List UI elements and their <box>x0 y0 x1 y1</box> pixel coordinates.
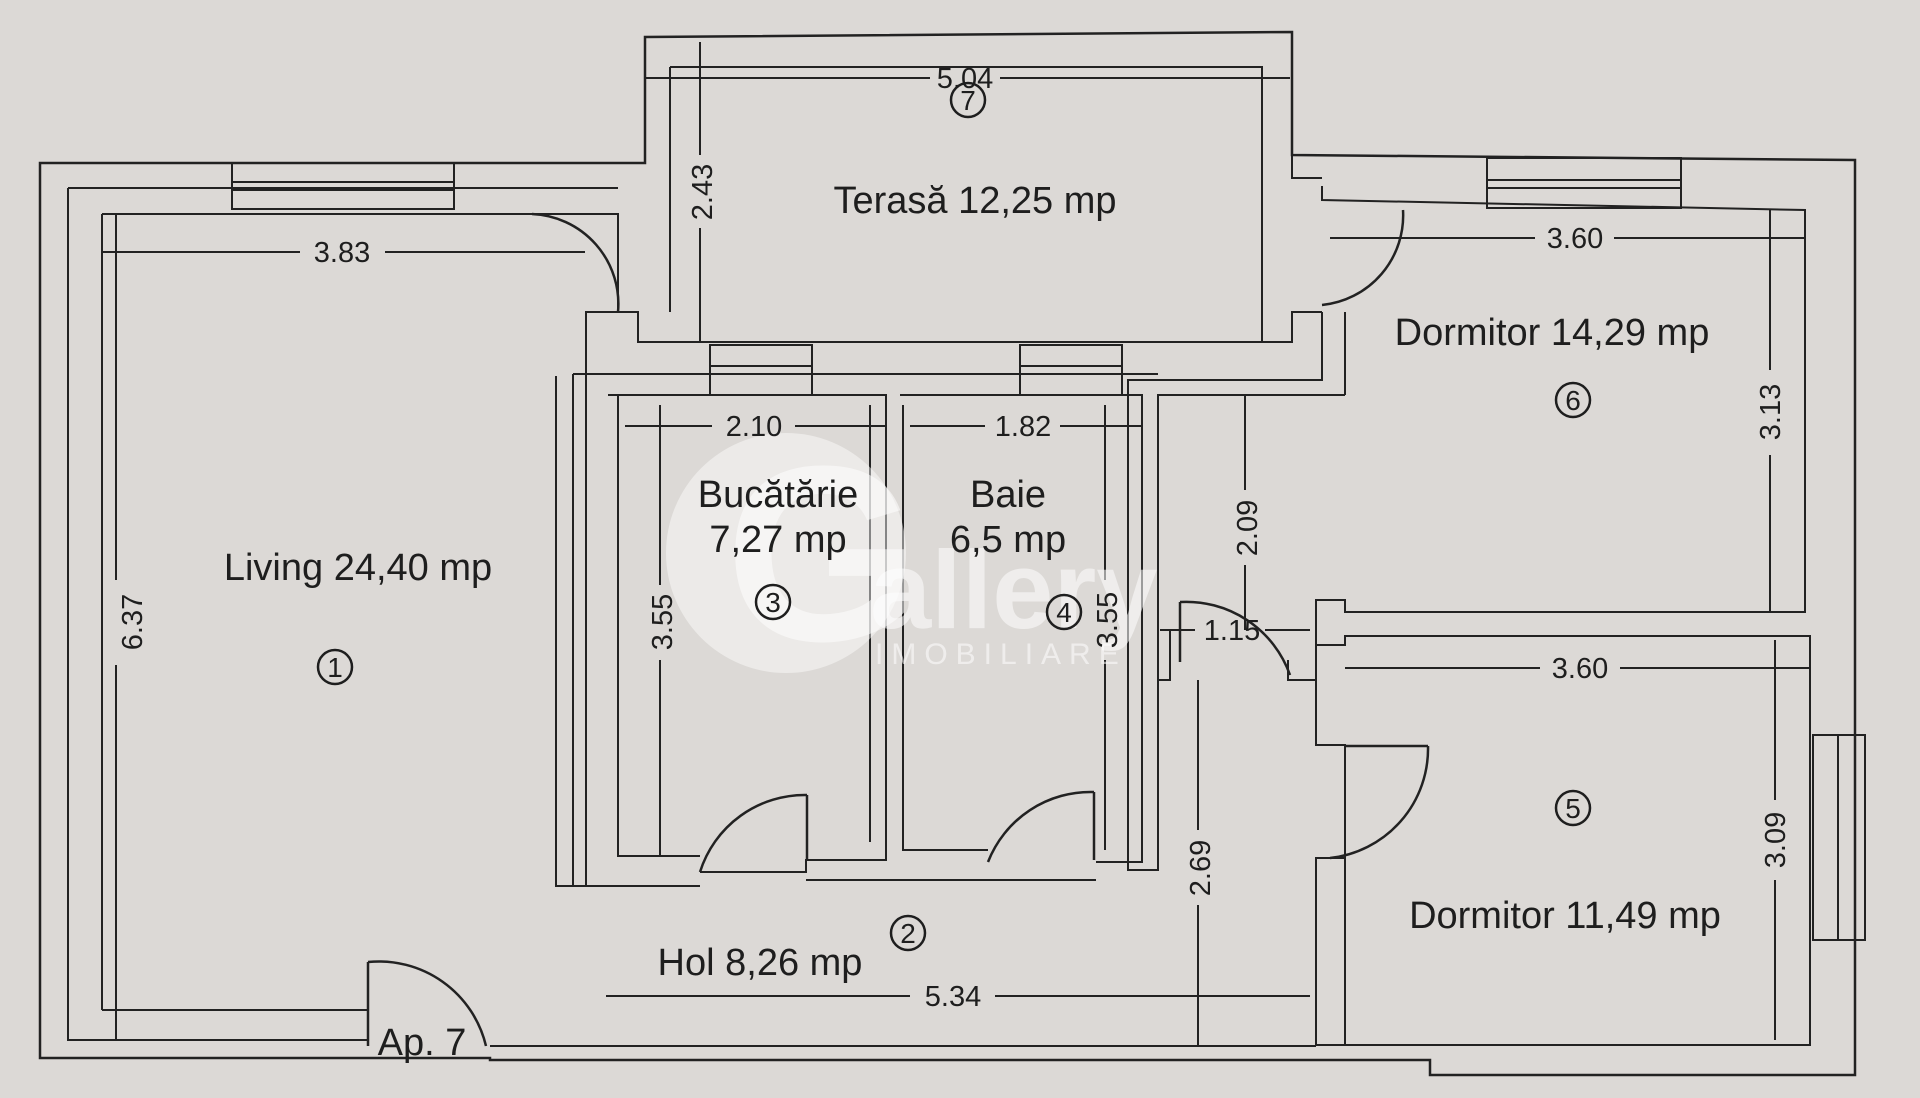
watermark-letter: G <box>725 414 919 693</box>
doors <box>366 209 1430 1047</box>
room-label-bucatarie-line1: Bucătărie <box>698 474 859 516</box>
watermark: G allery IMOBILIARE <box>666 414 1157 693</box>
room-label-terasa: Terasă 12,25 mp <box>833 180 1116 222</box>
room-label-bucatarie-line2: 7,27 mp <box>709 519 846 561</box>
room-label-baie-line1: Baie <box>970 474 1046 516</box>
room-number-5: 5 <box>1565 793 1581 824</box>
dim-terasa-width: 5.04 <box>937 63 993 95</box>
room-number-1: 1 <box>327 652 343 683</box>
dimension-labels: 5.04 2.43 3.83 6.37 3.60 3.13 2.10 1.82 … <box>117 63 1792 1013</box>
windows <box>231 157 1866 941</box>
room-number-7: 7 <box>960 85 976 116</box>
watermark-sub: IMOBILIARE <box>875 638 1127 671</box>
room-number-circle-1 <box>316 648 354 686</box>
room-number-4: 4 <box>1056 597 1072 628</box>
room-number-2: 2 <box>900 918 916 949</box>
room-number-circle-6 <box>1554 381 1592 419</box>
dim-bucatarie-width: 2.10 <box>726 411 782 443</box>
dimension-lines <box>102 42 1810 1046</box>
room-label-baie-line2: 6,5 mp <box>950 519 1066 561</box>
watermark-circle <box>666 433 906 673</box>
dim-dormitor-mare-width: 3.60 <box>1547 223 1603 255</box>
room-label-hol: Hol 8,26 mp <box>658 942 863 984</box>
room-number-6: 6 <box>1565 385 1581 416</box>
dim-hol-length: 5.34 <box>925 981 981 1013</box>
walls <box>38 30 1857 1077</box>
room-label-dormitor-mare: Dormitor 14,29 mp <box>1395 312 1710 354</box>
dim-baie-depth: 3.55 <box>1092 592 1124 648</box>
room-numbers: 1 2 3 4 5 6 7 <box>316 81 1592 952</box>
room-number-circle-7 <box>949 81 987 119</box>
room-labels: Terasă 12,25 mp Living 24,40 mp Dormitor… <box>224 180 1721 1064</box>
watermark-brand: allery <box>870 529 1157 652</box>
dim-bucatarie-depth: 3.55 <box>647 594 679 650</box>
room-number-circle-2 <box>889 914 927 952</box>
dim-living-width: 3.83 <box>314 237 370 269</box>
room-label-living: Living 24,40 mp <box>224 547 492 589</box>
room-number-circle-3 <box>754 583 792 621</box>
dim-hol-door-width: 1.15 <box>1204 615 1260 647</box>
dim-living-depth: 6.37 <box>117 594 149 650</box>
dim-baie-width: 1.82 <box>995 411 1051 443</box>
room-number-circle-4 <box>1045 593 1083 631</box>
dim-dormitor-mic-depth: 3.09 <box>1760 812 1792 868</box>
dim-hol-upper: 2.09 <box>1232 500 1264 556</box>
room-number-circle-5 <box>1554 789 1592 827</box>
dim-hol-lower: 2.69 <box>1185 840 1217 896</box>
entrance-label: Ap. 7 <box>378 1022 467 1064</box>
room-number-3: 3 <box>765 587 781 618</box>
dim-dormitor-mare-depth: 3.13 <box>1755 384 1787 440</box>
room-label-dormitor-mic: Dormitor 11,49 mp <box>1409 895 1721 937</box>
dim-terasa-depth: 2.43 <box>687 164 719 220</box>
dim-dormitor-mic-width: 3.60 <box>1552 653 1608 685</box>
